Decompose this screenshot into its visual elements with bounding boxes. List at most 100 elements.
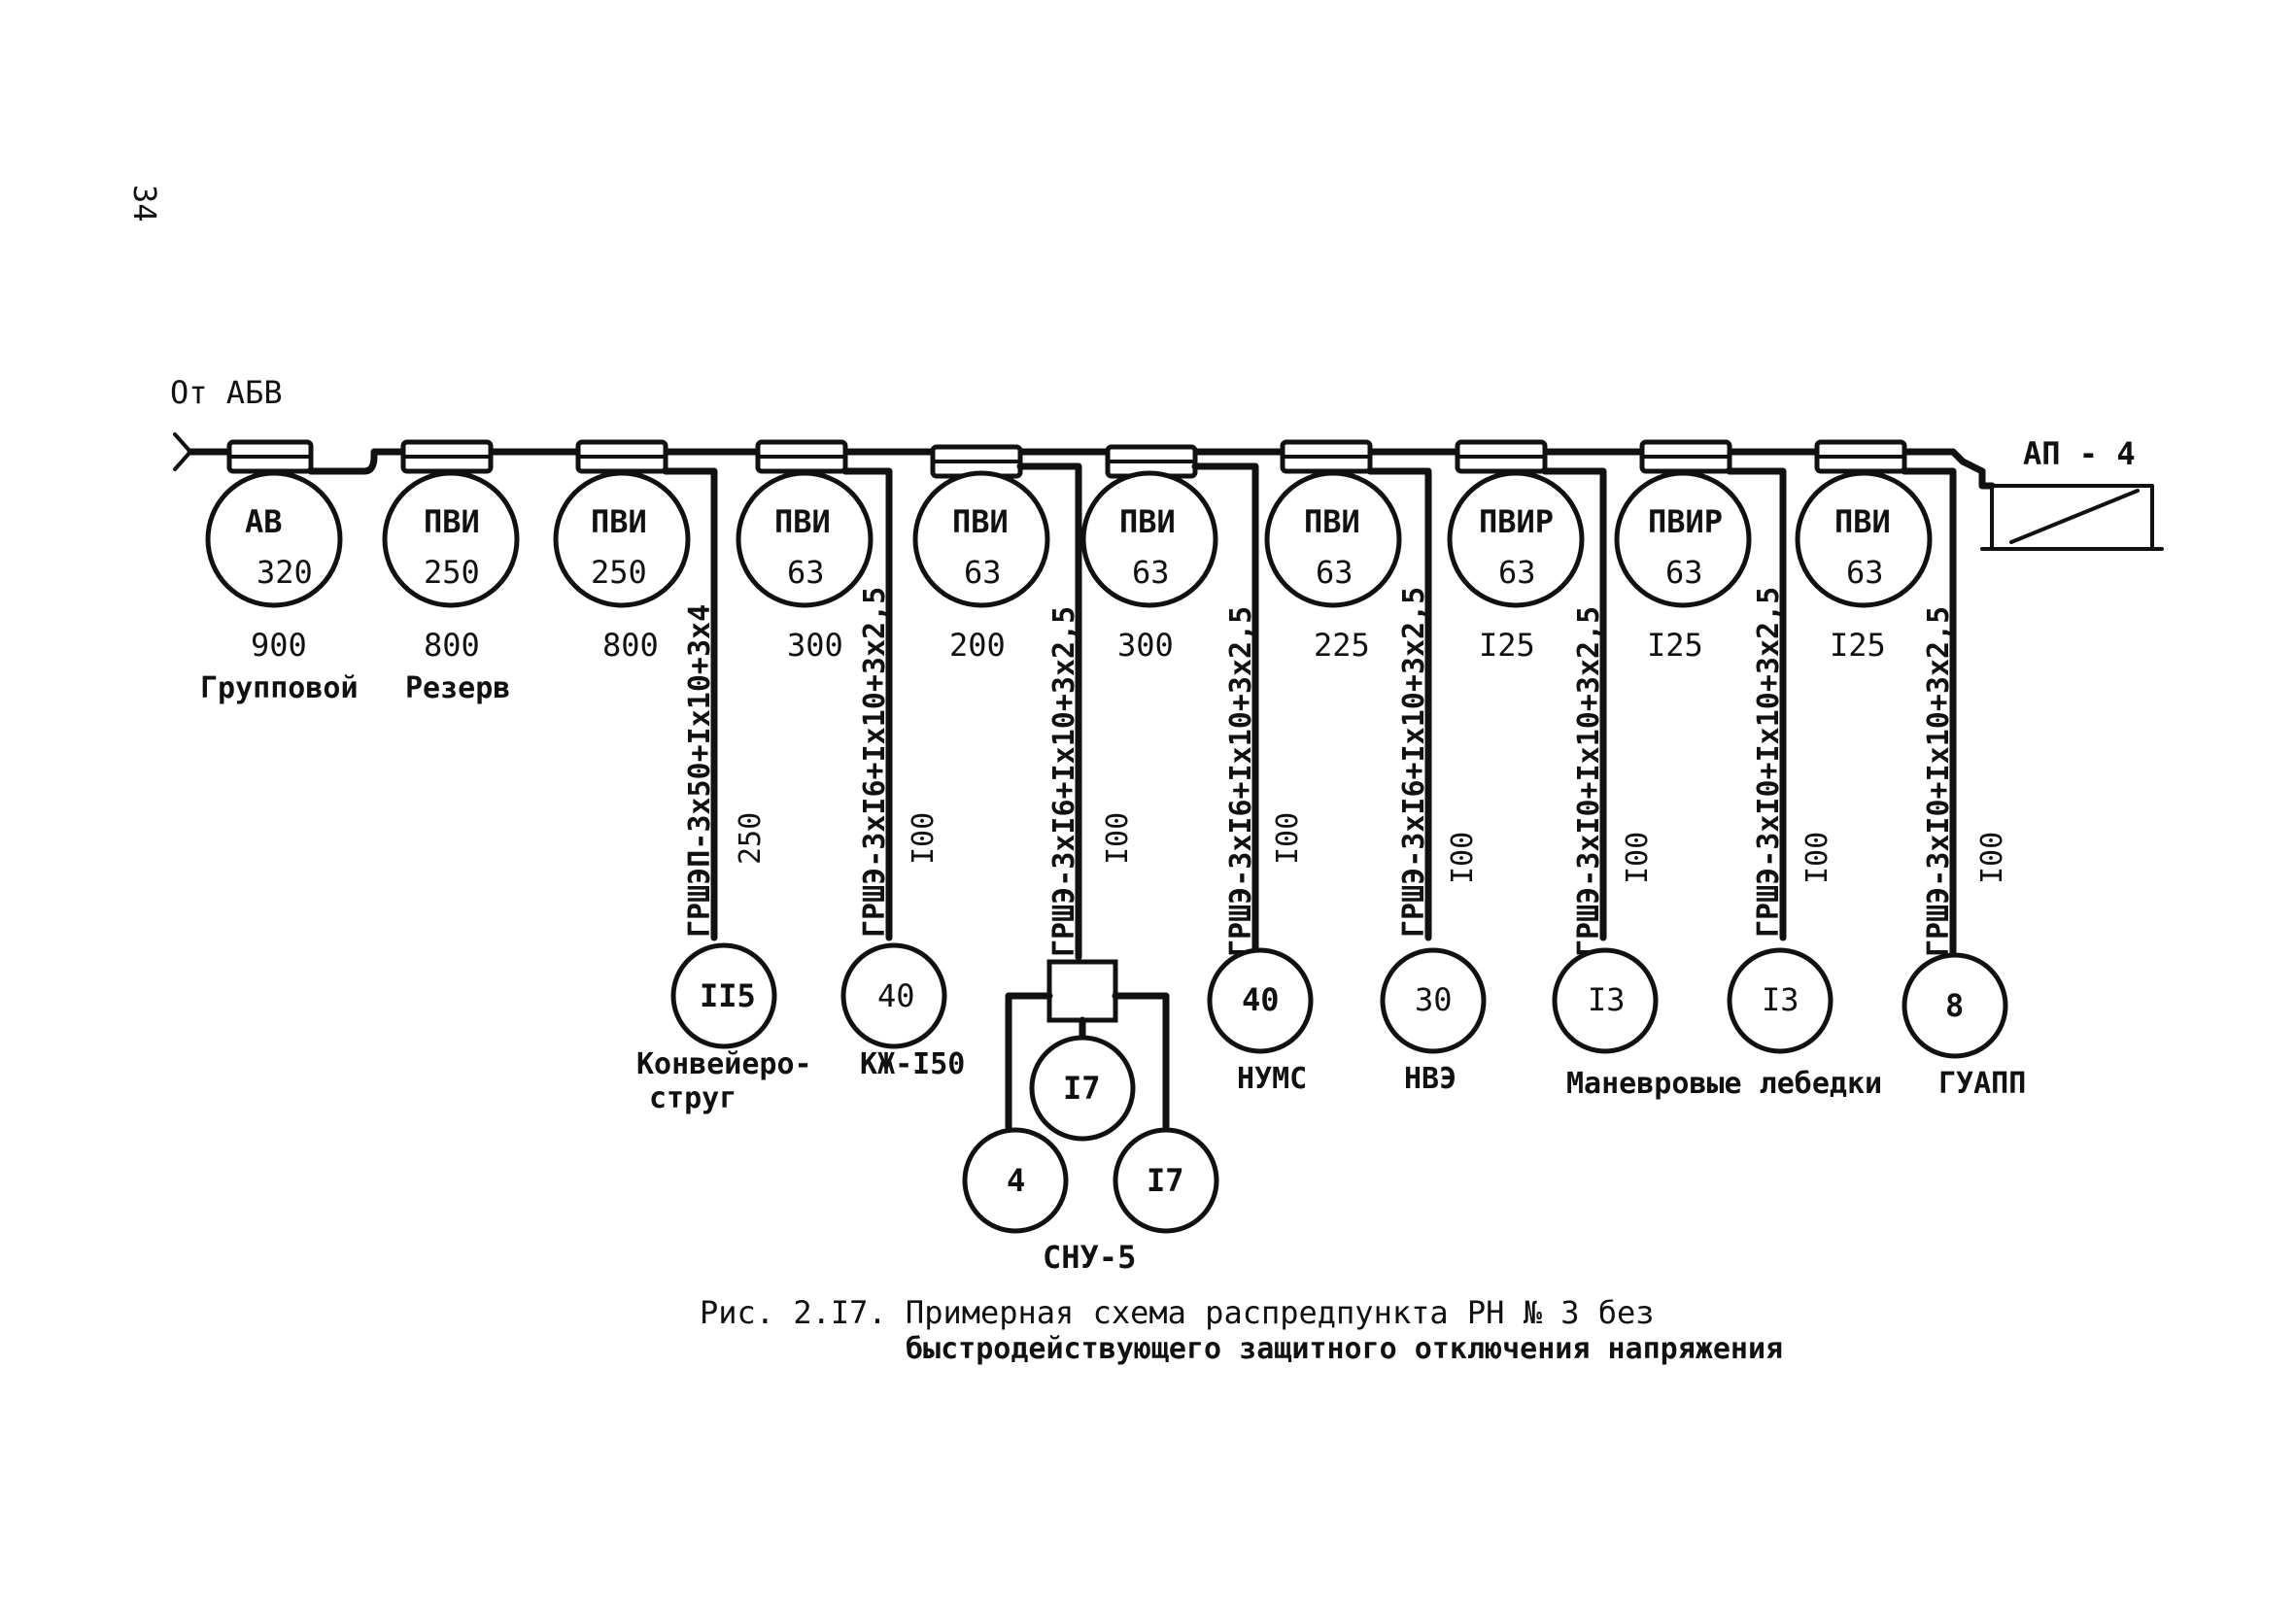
load-9-value: I3 xyxy=(1762,981,1799,1018)
conveyor-label-2: струг xyxy=(649,1081,737,1115)
breaker-6-type: ПВИ xyxy=(1119,503,1176,540)
load-circle-10 xyxy=(1902,952,2008,1059)
breaker-circle-10 xyxy=(1795,470,1933,608)
load-3-value: II5 xyxy=(700,977,756,1014)
source-label: От АБВ xyxy=(170,374,283,411)
breaker-1-type: АВ xyxy=(245,503,283,540)
breaker-5-length: 200 xyxy=(949,627,1006,664)
cable-3-spec: ГРШЭП-3х50+Iх10+3х4 xyxy=(683,604,717,938)
snu-group: I7 4 I7 СНУ-5 xyxy=(962,959,1219,1276)
cable-3 xyxy=(662,467,718,941)
cable-10 xyxy=(1901,467,1957,961)
load-circle-8 xyxy=(1552,947,1659,1054)
breaker-5-rating: 63 xyxy=(964,554,1002,591)
cable-9 xyxy=(1726,467,1787,941)
load-circle-7 xyxy=(1380,947,1487,1054)
breaker-1-length: 900 xyxy=(251,627,307,664)
breaker-2-type: ПВИ xyxy=(424,503,480,540)
load-circle-6 xyxy=(1207,947,1314,1054)
cable-7-len: I00 xyxy=(1446,832,1480,884)
breaker-circle-4 xyxy=(736,470,874,608)
cable-6-len: I00 xyxy=(1271,812,1305,865)
breaker-circle-8 xyxy=(1447,470,1585,608)
load-circle-9 xyxy=(1727,947,1833,1054)
cable-5 xyxy=(1016,462,1082,961)
cable-4 xyxy=(841,467,893,941)
breaker-4-type: ПВИ xyxy=(774,503,831,540)
breaker-circle-3 xyxy=(553,470,691,608)
snu-label: СНУ-5 xyxy=(1043,1239,1136,1276)
snu-junction-box xyxy=(1046,959,1118,1023)
breaker-4-rating: 63 xyxy=(787,554,825,591)
fuse-group xyxy=(226,439,1907,479)
breaker-1-rating: 320 xyxy=(257,554,313,591)
page-number: 34 xyxy=(126,185,163,222)
breaker-7-rating: 63 xyxy=(1316,554,1354,591)
cable-5-spec: ГРШЭ-3хI6+Iх10+3х2,5 xyxy=(1047,606,1081,957)
load-circle-3 xyxy=(670,942,777,1049)
breaker-5-type: ПВИ xyxy=(952,503,1009,540)
cable-8-len: I00 xyxy=(1621,832,1655,884)
nvz-label: НВЭ xyxy=(1404,1062,1456,1096)
breaker-8-type: ПВИР xyxy=(1479,503,1554,540)
breaker-labels: АВ 320 900 Групповой ПВИ 250 800 Резерв … xyxy=(200,503,1891,705)
cable-5-len: I00 xyxy=(1101,812,1135,865)
breaker-2-name: Резерв xyxy=(405,671,510,705)
cable-4-len: I00 xyxy=(907,812,941,865)
cable-7 xyxy=(1366,467,1432,941)
breaker-9-length: I25 xyxy=(1647,627,1703,664)
cable-labels: ГРШЭП-3х50+Iх10+3х4 250 ГРШЭ-3хI6+Iх10+3… xyxy=(683,587,2009,957)
winch-label: Маневровые лебедки xyxy=(1566,1067,1882,1101)
caption-line-1: Рис. 2.I7. Примерная схема распредпункта… xyxy=(700,1294,1655,1331)
breaker-7-type: ПВИ xyxy=(1304,503,1360,540)
breaker-2-rating: 250 xyxy=(424,554,480,591)
breaker-8-rating: 63 xyxy=(1498,554,1536,591)
cable-9-spec: ГРШЭ-3хI0+Iх10+3х2,5 xyxy=(1752,587,1786,938)
cable-6-spec: ГРШЭ-3хI6+Iх10+3х2,5 xyxy=(1224,606,1258,957)
breaker-10-length: I25 xyxy=(1830,627,1886,664)
breaker-8-length: I25 xyxy=(1479,627,1535,664)
breaker-3-length: 800 xyxy=(602,627,659,664)
guapp-label: ГУАПП xyxy=(1938,1067,2026,1101)
load-4-value: 40 xyxy=(877,977,915,1014)
cable-8-spec: ГРШЭ-3хI0+Iх10+3х2,5 xyxy=(1572,606,1606,957)
breaker-3-rating: 250 xyxy=(591,554,647,591)
breaker-circle-6 xyxy=(1080,470,1218,608)
caption-line-2: быстродействующего защитного отключения … xyxy=(906,1332,1783,1366)
cable-3-len: 250 xyxy=(734,812,768,865)
cable-10-len: I00 xyxy=(1975,832,2009,884)
load-10-value: 8 xyxy=(1945,987,1964,1024)
conveyor-label-1: Конвейеро- xyxy=(636,1047,812,1081)
cable-4-spec: ГРШЭ-3хI6+Iх10+3х2,5 xyxy=(858,587,892,938)
snu-center-value: I7 xyxy=(1063,1070,1101,1107)
breaker-3-type: ПВИ xyxy=(591,503,647,540)
breaker-2-length: 800 xyxy=(424,627,480,664)
snu-right-value: I7 xyxy=(1147,1162,1184,1199)
breaker-10-rating: 63 xyxy=(1846,554,1884,591)
snu-right-motor xyxy=(1113,1127,1219,1234)
nums-label: НУМС xyxy=(1237,1062,1307,1096)
breaker-circle-7 xyxy=(1264,470,1402,608)
cable-8 xyxy=(1541,467,1607,941)
cable-9-len: I00 xyxy=(1800,832,1834,884)
load-8-value: I3 xyxy=(1588,981,1626,1018)
breaker-10-type: ПВИ xyxy=(1834,503,1891,540)
breaker-circle-5 xyxy=(912,470,1050,608)
feeder-cables xyxy=(662,462,1957,961)
figure-caption: Рис. 2.I7. Примерная схема распредпункта… xyxy=(700,1294,1783,1366)
load-circle-4 xyxy=(840,942,947,1049)
load-6-value: 40 xyxy=(1242,981,1280,1018)
breaker-7-length: 225 xyxy=(1314,627,1370,664)
snu-center-motor xyxy=(1029,1035,1136,1142)
breaker-9-type: ПВИР xyxy=(1648,503,1723,540)
snu-left-value: 4 xyxy=(1007,1162,1025,1199)
ap4-unit: АП - 4 xyxy=(1980,435,2164,551)
load-labels: Конвейеро- струг КЖ-I50 НУМС НВЭ Маневро… xyxy=(636,1047,2026,1115)
load-motors: II5 40 40 30 I3 I3 8 xyxy=(670,942,2008,1059)
cable-6 xyxy=(1191,462,1259,961)
breaker-circle-1 xyxy=(205,470,343,608)
breaker-1-name: Групповой xyxy=(200,671,359,705)
breaker-circle-2 xyxy=(382,470,520,608)
breaker-6-rating: 63 xyxy=(1132,554,1170,591)
